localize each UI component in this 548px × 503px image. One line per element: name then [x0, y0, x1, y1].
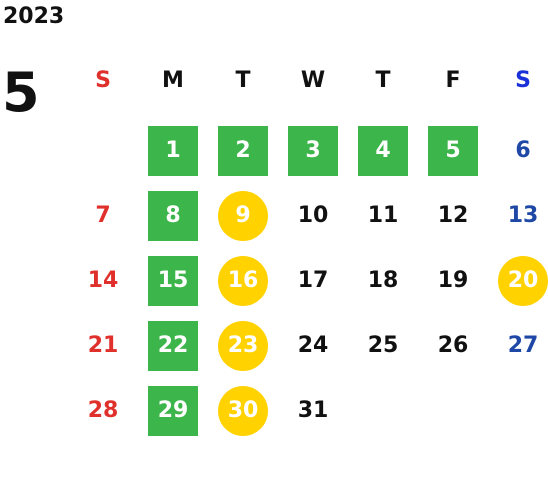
day-cell: 1: [138, 118, 208, 183]
day-cell: 19: [418, 248, 488, 313]
day-number-green-mark: 29: [148, 385, 198, 436]
day-cell: 4: [348, 118, 418, 183]
day-cell: 14: [68, 248, 138, 313]
calendar-month: 5: [2, 61, 40, 124]
day-cell: 8: [138, 183, 208, 248]
day-cell: 13: [488, 183, 548, 248]
day-cell: 2: [208, 118, 278, 183]
day-cell: 28: [68, 378, 138, 443]
day-number-yellow-mark: 20: [498, 255, 548, 306]
day-number-green-mark: 22: [148, 320, 198, 371]
day-cell: 18: [348, 248, 418, 313]
day-cell: 25: [348, 313, 418, 378]
day-cell: 27: [488, 313, 548, 378]
day-number: 18: [367, 268, 399, 293]
weekday-thursday: T: [375, 68, 391, 93]
day-number-green-mark: 1: [148, 125, 198, 176]
day-cell: 11: [348, 183, 418, 248]
day-cell: 15: [138, 248, 208, 313]
day-number-green-mark: 8: [148, 190, 198, 241]
day-cell: 23: [208, 313, 278, 378]
day-cell: 3: [278, 118, 348, 183]
day-cell: 5: [418, 118, 488, 183]
weekday-tuesday: T: [235, 68, 251, 93]
day-number-yellow-mark: 16: [218, 255, 268, 306]
day-number-green-mark: 3: [288, 125, 338, 176]
day-number-green-mark: 15: [148, 255, 198, 306]
day-number: 21: [87, 333, 119, 358]
day-cell: 16: [208, 248, 278, 313]
day-number: 10: [297, 203, 329, 228]
weekday-wednesday: W: [300, 68, 326, 93]
day-cell: 20: [488, 248, 548, 313]
day-cell: 21: [68, 313, 138, 378]
day-cell: 24: [278, 313, 348, 378]
day-number-green-mark: 4: [358, 125, 408, 176]
day-number: 24: [297, 333, 329, 358]
weekday-sunday: S: [95, 68, 111, 93]
weekday-header-row: S M T W T F S: [68, 66, 548, 96]
day-number: 31: [297, 398, 329, 423]
weekday-friday: F: [445, 68, 461, 93]
day-number: 28: [87, 398, 119, 423]
day-number: 14: [87, 268, 119, 293]
day-cell: 6: [488, 118, 548, 183]
day-number: 17: [297, 268, 329, 293]
day-cell: 12: [418, 183, 488, 248]
day-number-yellow-mark: 9: [218, 190, 268, 241]
day-number: 13: [507, 203, 539, 228]
day-number: 19: [437, 268, 469, 293]
day-number: 25: [367, 333, 399, 358]
day-number-green-mark: 5: [428, 125, 478, 176]
day-number-yellow-mark: 30: [218, 385, 268, 436]
weekday-saturday: S: [515, 68, 531, 93]
day-number: 11: [367, 203, 399, 228]
day-cell: 30: [208, 378, 278, 443]
weekday-monday: M: [162, 68, 184, 93]
day-cell: 17: [278, 248, 348, 313]
day-cell: 26: [418, 313, 488, 378]
day-cell: 22: [138, 313, 208, 378]
day-number-yellow-mark: 23: [218, 320, 268, 371]
day-cell: 9: [208, 183, 278, 248]
day-number-green-mark: 2: [218, 125, 268, 176]
day-number: 7: [95, 203, 111, 228]
day-number: 27: [507, 333, 539, 358]
day-cell: 7: [68, 183, 138, 248]
day-number: 12: [437, 203, 469, 228]
calendar-year: 2023: [3, 4, 65, 29]
day-number: 26: [437, 333, 469, 358]
day-cell: 10: [278, 183, 348, 248]
day-cell: 29: [138, 378, 208, 443]
day-number: 6: [515, 138, 531, 163]
day-cell: 31: [278, 378, 348, 443]
